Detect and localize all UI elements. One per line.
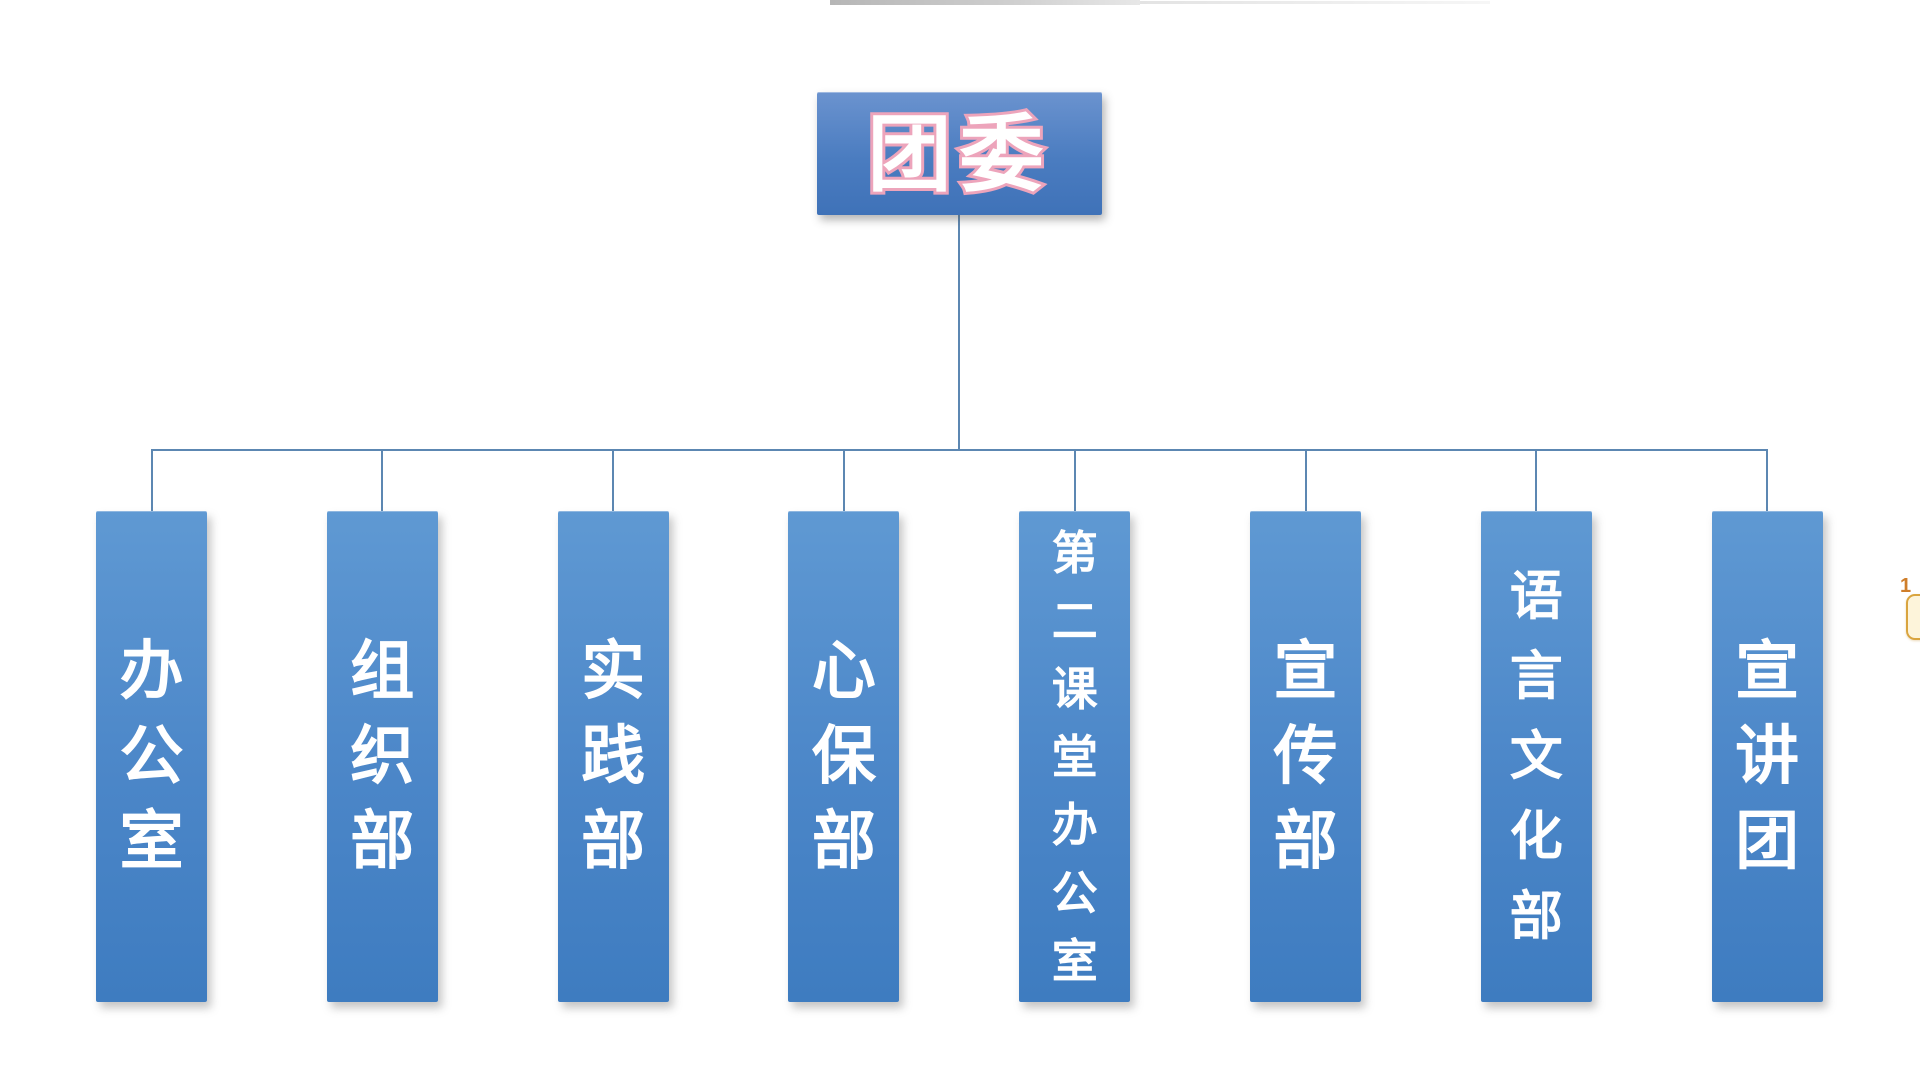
org-dept-box[interactable]: 办公室 [96, 511, 207, 1002]
connector-drop [612, 449, 615, 511]
dept-label-char: 心 [811, 635, 876, 707]
dept-label-char: 宣 [1735, 635, 1800, 707]
org-dept-box[interactable]: 宣讲团 [1711, 511, 1823, 1002]
connector-root-vertical [958, 215, 960, 451]
dept-label-char: 语 [1509, 566, 1563, 626]
dept-label-char: 宣 [1273, 635, 1338, 707]
dept-label-char: 部 [350, 805, 415, 877]
root-label: 团委 [867, 108, 1051, 202]
cropped-object-edge [830, 0, 1140, 5]
connector-drop [381, 449, 384, 511]
root-label-wordart: 团委 [864, 105, 1051, 205]
dept-label-char: 堂 [1051, 730, 1098, 783]
org-dept-box[interactable]: 心保部 [788, 511, 900, 1002]
dept-label-char: 言 [1509, 646, 1563, 706]
dept-label-char: 二 [1051, 594, 1098, 647]
dept-label-char: 室 [1051, 934, 1098, 987]
connector-horizontal [151, 449, 1768, 451]
dept-label-char: 践 [581, 720, 646, 792]
dept-label-char: 部 [581, 805, 646, 877]
dept-label-char: 部 [811, 805, 876, 877]
org-dept-box[interactable]: 语言文化部 [1480, 511, 1592, 1002]
dept-label-char: 保 [811, 720, 876, 792]
dept-label-char: 组 [350, 635, 415, 707]
org-dept-box[interactable]: 宣传部 [1250, 511, 1361, 1002]
dept-label-char: 公 [119, 720, 184, 792]
org-dept-box[interactable]: 实践部 [557, 511, 669, 1002]
dept-label-char: 部 [1273, 805, 1338, 877]
comment-indicator[interactable]: 1 [1892, 576, 1920, 646]
connector-drop [150, 449, 153, 511]
connector-drop [1073, 449, 1076, 511]
connector-drop [1304, 449, 1307, 511]
dept-label-char: 办 [1051, 798, 1098, 851]
org-dept-box[interactable]: 第二课堂办公室 [1019, 511, 1131, 1002]
connector-drop [842, 449, 845, 511]
comment-count-badge: 1 [1900, 575, 1912, 597]
dept-label-char: 文 [1509, 726, 1563, 786]
cropped-object-edge-faint [1140, 1, 1490, 4]
dept-label-char: 第 [1051, 526, 1098, 579]
org-dept-box[interactable]: 组织部 [326, 511, 438, 1002]
dept-label-char: 办 [119, 635, 184, 707]
connector-drop [1766, 449, 1769, 511]
comment-card-icon[interactable] [1906, 594, 1920, 640]
dept-label-char: 部 [1509, 886, 1563, 946]
dept-label-char: 织 [350, 720, 415, 792]
dept-label-char: 团 [1735, 805, 1800, 877]
dept-label-char: 实 [581, 635, 646, 707]
dept-label-char: 课 [1051, 662, 1098, 715]
dept-label-char: 化 [1509, 806, 1563, 866]
dept-label-char: 传 [1273, 720, 1338, 792]
org-root-box[interactable]: 团委 [817, 92, 1102, 215]
dept-label-char: 室 [119, 805, 184, 877]
dept-label-char: 公 [1051, 866, 1098, 919]
dept-label-char: 讲 [1735, 720, 1800, 792]
connector-drop [1535, 449, 1538, 511]
